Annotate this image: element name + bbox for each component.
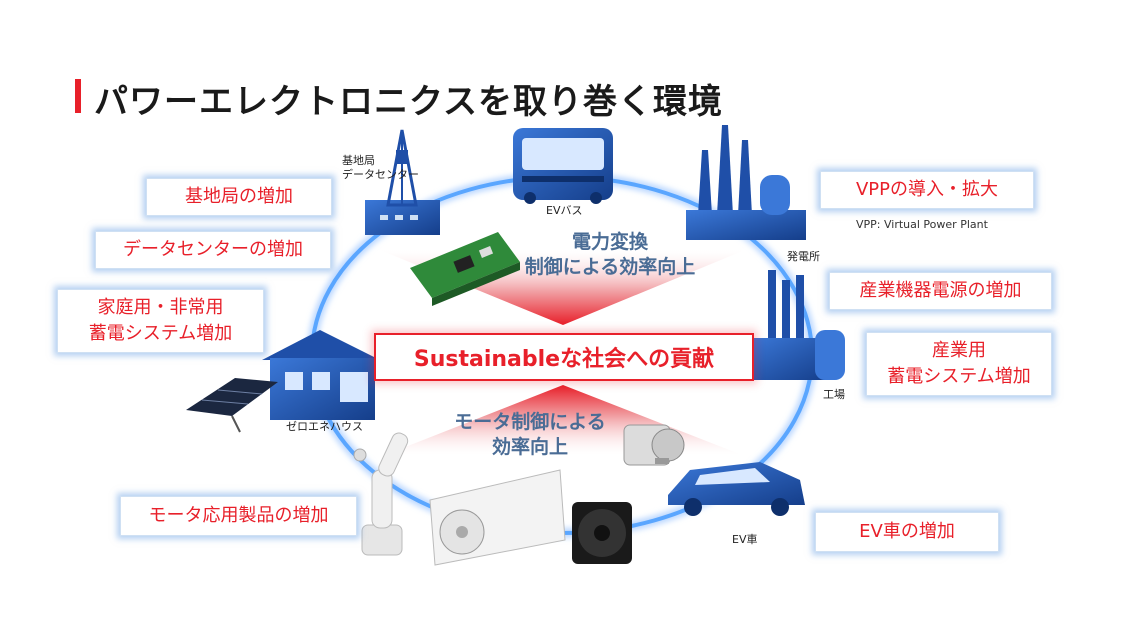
center-goal-box: Sustainableな社会への貢献 [374,333,754,381]
factory-icon [748,270,845,380]
callout-base-station: 基地局の増加 [146,178,332,216]
air-conditioner-icon [429,469,566,566]
callout-data-center: データセンターの増加 [95,231,331,269]
vpp-footnote: VPP: Virtual Power Plant [856,218,988,231]
top-triangle-text: 電力変換 制御による効率向上 [524,231,696,278]
base-station-icon [365,129,440,235]
factory-label: 工場 [823,388,845,401]
callout-ev: EV車の増加 [815,512,999,552]
page-title: パワーエレクトロニクスを取り巻く環境 [94,82,723,122]
callout-vpp: VPPの導入・拡大 [820,171,1034,209]
robot-arm-icon [353,432,409,556]
power-plant-label: 発電所 [787,250,820,263]
ev-bus-label: EVバス [546,204,583,217]
ev-car-label: EV車 [732,533,758,546]
zero-energy-house-icon [262,330,380,420]
base-station-label: 基地局 データセンター [342,154,419,181]
solar-panel-icon [186,378,278,433]
motor-icon [623,424,685,466]
power-plant-icon [686,125,806,240]
callout-motor-products: モータ応用製品の増加 [120,496,357,536]
cooling-fan-icon [572,502,632,564]
ev-bus-icon [513,128,613,204]
callout-industrial-storage: 産業用 蓄電システム増加 [866,332,1052,396]
ev-car-icon [668,462,805,516]
callout-industrial-power: 産業機器電源の増加 [829,272,1052,310]
callout-home-storage: 家庭用・非常用 蓄電システム増加 [57,289,264,353]
bottom-triangle-text: モータ制御による 効率向上 [454,411,606,458]
circuit-board-icon [410,232,520,306]
zero-energy-house-label: ゼロエネハウス [286,420,363,433]
title-accent-bar [75,79,81,113]
